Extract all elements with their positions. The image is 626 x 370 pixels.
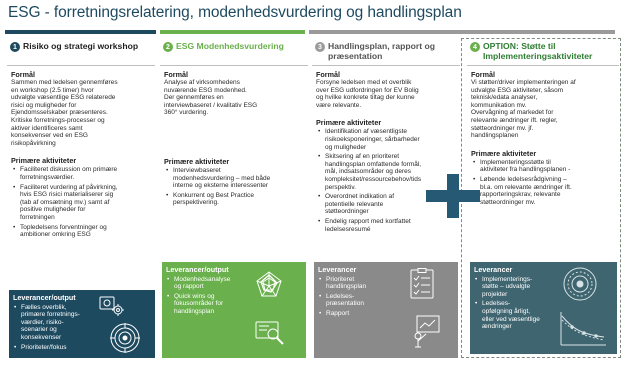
deliverables-list: Modenhedsanalyse og rapport Quick wins o… <box>166 276 236 316</box>
activity-list: Identifikation af væsentligste risikoeks… <box>316 128 458 233</box>
section-title-purpose: Formål <box>11 70 35 79</box>
step-badge-3: 3 <box>315 42 325 52</box>
list-item: Topledelsens forventninger og ambitioner… <box>11 224 153 239</box>
activity-list: Implementeringsstøtte til aktiviteter fr… <box>471 159 617 207</box>
column-body: Formål Sammen med ledelsen gennemføres e… <box>11 68 153 241</box>
page-title: ESG - forretningsrelatering, modenhedsvu… <box>8 4 462 21</box>
section-title-purpose: Formål <box>316 70 340 79</box>
list-item: Ledelses- præsentation <box>318 293 388 308</box>
deliverables-title: Leverancer/output <box>13 293 76 302</box>
phase-bar-3 <box>309 30 615 34</box>
list-item: Modenhedsanalyse og rapport <box>166 276 236 291</box>
deliverables-box: Leverancer/output Fælles overblik, primæ… <box>9 290 155 358</box>
gears-icon <box>99 296 124 316</box>
column-header: 1 Risiko og strategi workshop <box>7 38 155 66</box>
section-title-activities: Primære aktiviteter <box>11 156 77 166</box>
list-item: Løbende ledelsesrådgivning – bl.a. om re… <box>471 176 617 206</box>
column-body: Formål Analyse af virksomhedens nuværend… <box>164 68 306 209</box>
section-text-purpose: Forsyne ledelsen med et overblik over ES… <box>316 79 419 109</box>
step-badge-4: 4 <box>470 42 480 52</box>
list-item: Prioriteter/fokus <box>13 344 83 352</box>
activity-list: Interviewbaseret modenhedsvurdering – me… <box>164 167 306 207</box>
deliverables-box: Leverancer/output Modenhedsanalyse og ra… <box>162 262 306 358</box>
list-item: Rapport <box>318 310 388 318</box>
list-item: Fælles overblik, primære forretnings- væ… <box>13 304 83 342</box>
step-badge-2: 2 <box>163 42 173 52</box>
activity-list: Faciliteret diskussion om primære forret… <box>11 166 153 238</box>
column-heading: Handlingsplan, rapport og præsentation <box>328 41 435 61</box>
section-title-activities: Primære aktiviteter <box>316 118 382 128</box>
column-header: 2 ESG Modenhedsvurdering <box>160 38 308 66</box>
column-heading: OPTION: Støtte til Implementeringsaktivi… <box>483 41 593 61</box>
column-body: Formål Forsyne ledelsen med et overblik … <box>316 68 458 235</box>
phase-bars <box>5 30 621 34</box>
section-text-purpose: Analyse af virksomhedens nuværende ESG m… <box>164 79 258 117</box>
column-action-plan: 3 Handlingsplan, rapport og præsentation… <box>312 38 460 358</box>
section-text-purpose: Vi støtter/driver implementeringen af ud… <box>471 79 576 140</box>
section-title-purpose: Formål <box>164 70 188 79</box>
presentation-icon <box>414 315 440 348</box>
checklist-icon <box>410 268 434 299</box>
section-title-purpose: Formål <box>471 70 495 79</box>
list-item: Konkurrent og Best Practice perspektiver… <box>164 192 306 207</box>
column-maturity-assessment: 2 ESG Modenhedsvurdering Formål Analyse … <box>160 38 308 358</box>
magnifier-icon <box>255 321 284 345</box>
list-item: Skitsering af en prioriteret handlingspl… <box>316 153 458 191</box>
target-icon <box>110 323 140 353</box>
list-item: Implementeringsstøtte til aktiviteter fr… <box>471 159 617 174</box>
list-item: Implementerings- støtte – udvalgte proje… <box>474 276 544 299</box>
column-implementation-option: 4 OPTION: Støtte til Implementeringsakti… <box>467 38 619 358</box>
deliverables-box: Leverancer Implementerings- støtte – udv… <box>470 262 617 354</box>
column-heading: ESG Modenhedsvurdering <box>176 41 284 51</box>
deliverables-title: Leverancer/output <box>166 265 229 274</box>
list-item: Faciliteret vurdering af påvirkning, hvi… <box>11 184 153 222</box>
plus-icon <box>426 174 480 218</box>
deliverables-title: Leverancer <box>318 265 357 274</box>
deliverables-title: Leverancer <box>474 265 513 274</box>
deliverables-list: Implementerings- støtte – udvalgte proje… <box>474 276 544 331</box>
phase-bar-2 <box>160 30 305 34</box>
list-item: Ledelses- opfølgning årligt, eller ved v… <box>474 300 544 330</box>
section-title-activities: Primære aktiviteter <box>471 148 537 158</box>
phase-bar-1 <box>5 30 156 34</box>
column-header: 4 OPTION: Støtte til Implementeringsakti… <box>467 38 619 66</box>
dial-icon <box>563 267 597 301</box>
list-item: Prioriteret handlingsplan <box>318 276 388 291</box>
list-item: Endelig rapport med kortfattet ledelsesr… <box>316 218 458 233</box>
list-item: Interviewbaseret modenhedsvurdering – me… <box>164 167 306 190</box>
list-item: Quick wins og fokusområder for handlings… <box>166 293 236 316</box>
column-heading: Risiko og strategi workshop <box>23 41 139 51</box>
step-badge-1: 1 <box>10 42 20 52</box>
column-header: 3 Handlingsplan, rapport og præsentation <box>312 38 460 66</box>
list-item: Faciliteret diskussion om primære forret… <box>11 166 153 181</box>
list-item: Overordnet indikation af potentielle rel… <box>316 193 458 216</box>
section-title-activities: Primære aktiviteter <box>164 156 230 166</box>
deliverables-list: Prioriteret handlingsplan Ledelses- præs… <box>318 276 388 318</box>
deliverables-box: Leverancer Prioriteret handlingsplan Led… <box>314 262 458 358</box>
deliverables-list: Fælles overblik, primære forretnings- væ… <box>13 304 83 352</box>
list-item: Identifikation af væsentligste risikoeks… <box>316 128 458 151</box>
column-body: Formål Vi støtter/driver implementeringe… <box>471 68 617 208</box>
column-risk-workshop: 1 Risiko og strategi workshop Formål Sam… <box>7 38 155 358</box>
section-text-purpose: Sammen med ledelsen gennemføres en works… <box>11 79 118 147</box>
line-chart-icon <box>560 312 606 346</box>
spider-chart-icon <box>256 271 282 297</box>
